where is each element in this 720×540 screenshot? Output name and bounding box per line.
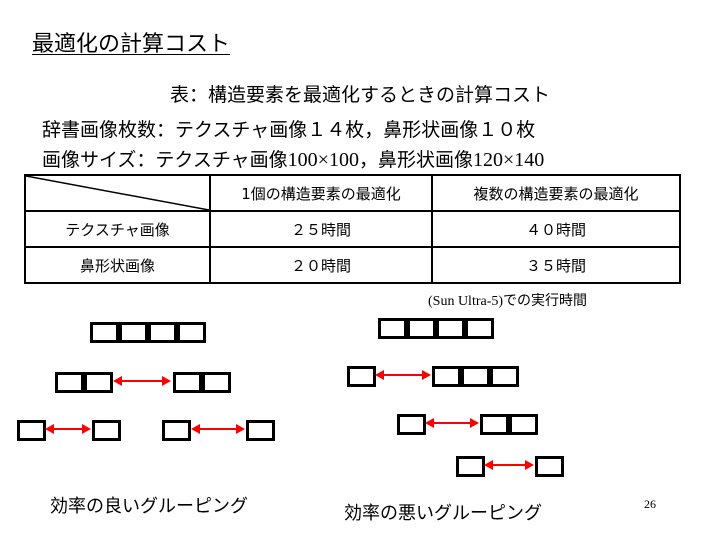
double-arrow-icon: [191, 424, 245, 434]
corner-header-cell: [24, 174, 211, 212]
cell-texture-multiple: ４０時間: [431, 210, 681, 248]
machine-name: (Sun Ultra-5): [428, 294, 504, 309]
element-box: [84, 372, 113, 393]
element-box: [148, 322, 177, 343]
element-box: [347, 366, 376, 387]
element-box: [465, 318, 494, 339]
dictionary-count-line: 辞書画像枚数：テクスチャ画像１４枚，鼻形状画像１０枚: [42, 119, 536, 141]
row-label-nose: 鼻形状画像: [24, 246, 211, 284]
element-box: [177, 322, 206, 343]
page-number: 26: [644, 497, 656, 511]
execution-time-text: での実行時間: [503, 293, 588, 309]
element-box: [90, 322, 119, 343]
element-box: [92, 420, 121, 441]
element-box: [119, 322, 148, 343]
element-box: [461, 366, 490, 387]
element-box: [246, 420, 275, 441]
double-arrow-icon: [484, 460, 534, 470]
element-box: [490, 366, 519, 387]
element-box: [162, 420, 191, 441]
header-single: 1個の構造要素の最適化: [209, 174, 433, 212]
element-box: [535, 456, 564, 477]
image-size-label: 画像サイズ：テクスチャ画像: [42, 149, 288, 171]
element-box: [456, 456, 485, 477]
table-caption: 表：構造要素を最適化するときの計算コスト: [169, 84, 550, 106]
element-box: [378, 318, 407, 339]
cost-table: 1個の構造要素の最適化 複数の構造要素の最適化 テクスチャ画像 ２５時間 ４０時…: [24, 174, 681, 284]
double-arrow-icon: [375, 370, 431, 380]
cell-nose-single: ２０時間: [209, 246, 433, 284]
table-header-row: 1個の構造要素の最適化 複数の構造要素の最適化: [24, 174, 681, 212]
element-box: [55, 372, 84, 393]
element-box: [17, 420, 46, 441]
element-box: [202, 372, 231, 393]
texture-size: 100×100: [287, 149, 359, 171]
nose-label: ，鼻形状画像: [358, 149, 473, 171]
image-size-line: 画像サイズ：テクスチャ画像100×100，鼻形状画像120×140: [42, 145, 544, 172]
double-arrow-icon: [45, 424, 91, 434]
slide-title: 最適化の計算コスト: [32, 32, 231, 57]
element-box: [173, 372, 202, 393]
header-multiple: 複数の構造要素の最適化: [431, 174, 681, 212]
element-box: [407, 318, 436, 339]
good-grouping-label: 効率の良いグルーピング: [50, 496, 248, 517]
table-row: テクスチャ画像 ２５時間 ４０時間: [24, 210, 681, 248]
bad-grouping-label: 効率の悪いグルーピング: [344, 503, 542, 524]
nose-size: 120×140: [472, 149, 545, 171]
diagonal-divider: [26, 176, 209, 210]
element-box: [397, 414, 426, 435]
double-arrow-icon: [425, 418, 479, 428]
cell-texture-single: ２５時間: [209, 210, 433, 248]
double-arrow-icon: [113, 376, 171, 386]
row-label-texture: テクスチャ画像: [24, 210, 211, 248]
element-box: [432, 366, 461, 387]
table-row: 鼻形状画像 ２０時間 ３５時間: [24, 246, 681, 284]
element-box: [509, 414, 538, 435]
element-box: [480, 414, 509, 435]
element-box: [436, 318, 465, 339]
cell-nose-multiple: ３５時間: [431, 246, 681, 284]
execution-note: (Sun Ultra-5)での実行時間: [428, 290, 587, 310]
